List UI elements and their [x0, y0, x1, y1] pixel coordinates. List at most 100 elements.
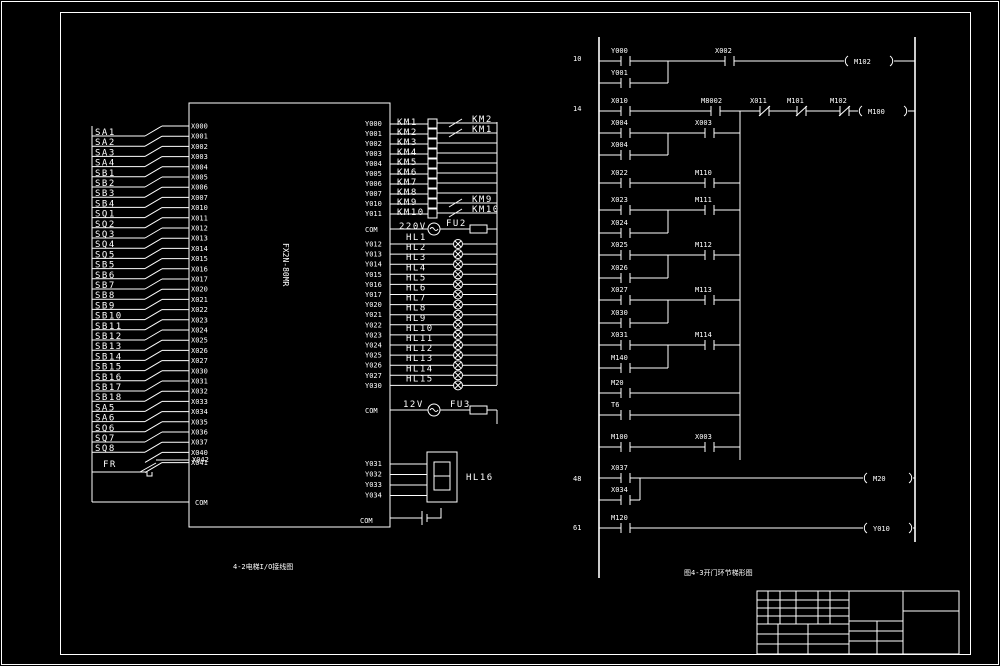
- input-device-label: SB8: [95, 291, 116, 301]
- coil-icon: [844, 55, 849, 67]
- coil-icon: [889, 55, 894, 67]
- fr-contact-blade: [139, 462, 157, 473]
- contact-label: M8002: [701, 97, 722, 105]
- contact-label: X022: [611, 169, 628, 177]
- input-device-label: SB3: [95, 189, 116, 199]
- nc-contact-slash: [838, 105, 851, 117]
- input-contact-blade: [144, 186, 163, 198]
- indicator-lamp-icon: [453, 319, 463, 330]
- lamp-cross: [454, 361, 462, 369]
- plc-input-label: X024: [191, 327, 208, 335]
- interlock-contact-blade: [448, 208, 463, 218]
- title-block-frame: [756, 590, 960, 655]
- plc-input-label: X031: [191, 378, 208, 386]
- input-contact-blade: [144, 258, 163, 270]
- right-caption: 图4-3开门环节梯形图: [684, 568, 753, 577]
- input-contact-blade: [144, 227, 163, 239]
- com2-label: COM: [365, 407, 378, 415]
- plc-input-label: X041: [191, 459, 208, 467]
- input-device-label: SB11: [95, 322, 123, 332]
- lamp-cross: [454, 311, 462, 319]
- lamp-cross: [454, 240, 462, 248]
- plc-output-label: Y012: [365, 241, 382, 249]
- plc-output-label: Y023: [365, 331, 382, 339]
- input-contact-blade: [144, 441, 163, 453]
- plc-output-label: Y015: [365, 271, 382, 279]
- indicator-lamp-icon: [453, 289, 463, 300]
- plc-input-label: X037: [191, 439, 208, 447]
- contactor-coil-label: KM5: [397, 158, 418, 168]
- plc-input-label: X034: [191, 408, 208, 416]
- contact-label: X025: [611, 241, 628, 249]
- contact-label: X004: [611, 141, 628, 149]
- input-contact-blade: [144, 125, 163, 137]
- plc-input-label: X027: [191, 357, 208, 365]
- contactor-coil-icon: [427, 208, 438, 219]
- contactor-coil-icon: [427, 138, 438, 149]
- plc-output-label: Y005: [365, 170, 382, 178]
- contactor-coil-label: KM8: [397, 188, 418, 198]
- contactor-coil-label: KM10: [397, 208, 425, 218]
- plc-input-label: X005: [191, 174, 208, 182]
- plc-output-label: Y025: [365, 352, 382, 360]
- indicator-lamp-icon: [453, 279, 463, 290]
- interlock-label: KM10: [472, 205, 500, 215]
- plc-output-label: Y024: [365, 342, 382, 350]
- plc-body: [188, 102, 391, 528]
- contact-label: X026: [611, 264, 628, 272]
- lamp-cross: [454, 382, 462, 389]
- plc-output-label: Y032: [365, 471, 382, 479]
- contactor-coil-label: KM7: [397, 178, 418, 188]
- plc-output-label: Y020: [365, 301, 382, 309]
- lamp-label: HL5: [406, 273, 427, 283]
- coil-label: M20: [873, 475, 886, 483]
- input-device-label: SQ4: [95, 240, 116, 250]
- contact-label: M140: [611, 354, 628, 362]
- input-wiring: X000X001X002X003X004X005X006X007X010X011…: [92, 123, 208, 474]
- contact-label: X003: [695, 119, 712, 127]
- contact-label: Y000: [611, 47, 628, 55]
- contact-label: X037: [611, 464, 628, 472]
- fr-input-label: X042: [192, 456, 209, 464]
- input-contact-blade: [144, 421, 163, 433]
- lamp-label: HL7: [406, 294, 427, 304]
- plc-input-label: X014: [191, 245, 208, 253]
- contact-label: M111: [695, 196, 712, 204]
- input-device-label: SB2: [95, 179, 116, 189]
- io-wiring-diagram: FX2N-80MR X000X001X002X003X004X005X006X0…: [91, 102, 500, 571]
- plc-input-label: X003: [191, 153, 208, 161]
- lamp-cross: [454, 341, 462, 349]
- input-device-label: SB10: [95, 312, 123, 322]
- input-contact-blade: [144, 247, 163, 259]
- title-block: [756, 590, 960, 655]
- input-contact-blade: [144, 349, 163, 361]
- plc-input-label: X017: [191, 276, 208, 284]
- v12-label: 12V: [403, 400, 424, 410]
- plc-output-label: Y026: [365, 362, 382, 370]
- input-contact-blade: [144, 309, 163, 321]
- seven-segment-display: [426, 451, 458, 503]
- indicator-lamp-icon: [453, 360, 463, 371]
- indicator-lamp-icon: [453, 309, 463, 320]
- contactor-coil-icon: [427, 168, 438, 179]
- input-device-label: SQ1: [95, 210, 116, 220]
- indicator-lamp-icon: [453, 340, 463, 350]
- plc-output-label: Y017: [365, 291, 382, 299]
- inner-border: [60, 12, 971, 655]
- contactor-coil-icon: [427, 128, 438, 139]
- input-contact-blade: [144, 268, 163, 280]
- input-device-label: SB9: [95, 301, 116, 311]
- contact-label: M120: [611, 514, 628, 522]
- plc-output-label: Y003: [365, 150, 382, 158]
- indicator-lamp-icon: [453, 370, 463, 381]
- contact-label: X030: [611, 309, 628, 317]
- plc-output-label: Y013: [365, 251, 382, 259]
- plc-input-com-label: COM: [195, 499, 208, 507]
- input-device-label: SB1: [95, 169, 116, 179]
- input-contact-blade: [144, 451, 163, 463]
- plc-input-label: X030: [191, 367, 208, 375]
- input-contact-blade: [144, 237, 163, 249]
- input-device-label: SQ7: [95, 434, 116, 444]
